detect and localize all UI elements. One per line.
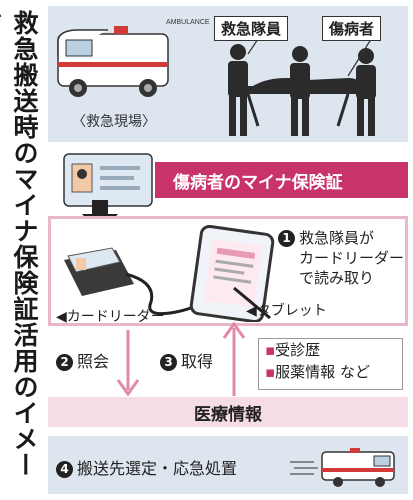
mynumber-card-icon [63,153,153,207]
card-reader-icon [64,247,208,316]
ambulance-icon [57,26,169,97]
ambulance-small-icon [290,448,395,487]
step3-arrow-icon [222,322,246,396]
label-crew: 救急隊員 [214,16,289,41]
ambulance-text: AMBULANCE [166,19,210,26]
scene-illustration: AMBULANCE [57,19,376,136]
medical-info-bar: 医療情報 [48,397,408,427]
crew-silhouettes [228,44,376,136]
vertical-title: 救急搬送時のマイナ保険証活用のイメージ [0,10,39,478]
scene-caption: 〈救急現場〉 [72,114,156,130]
devices-illustration [64,224,275,322]
step1-number: 1 [278,230,295,247]
card-reader-label: ◀カードリーダー [56,309,165,325]
step2-arrow-icon [116,330,140,396]
tablet-icon [189,224,275,322]
label-patient: 傷病者 [322,16,382,41]
tablet-label: ◀タブレット [246,303,327,319]
medical-info-items: ▪受診歴 ▪服薬情報 など [258,338,403,390]
insurance-card-banner: 傷病者のマイナ保険証 [155,162,408,198]
